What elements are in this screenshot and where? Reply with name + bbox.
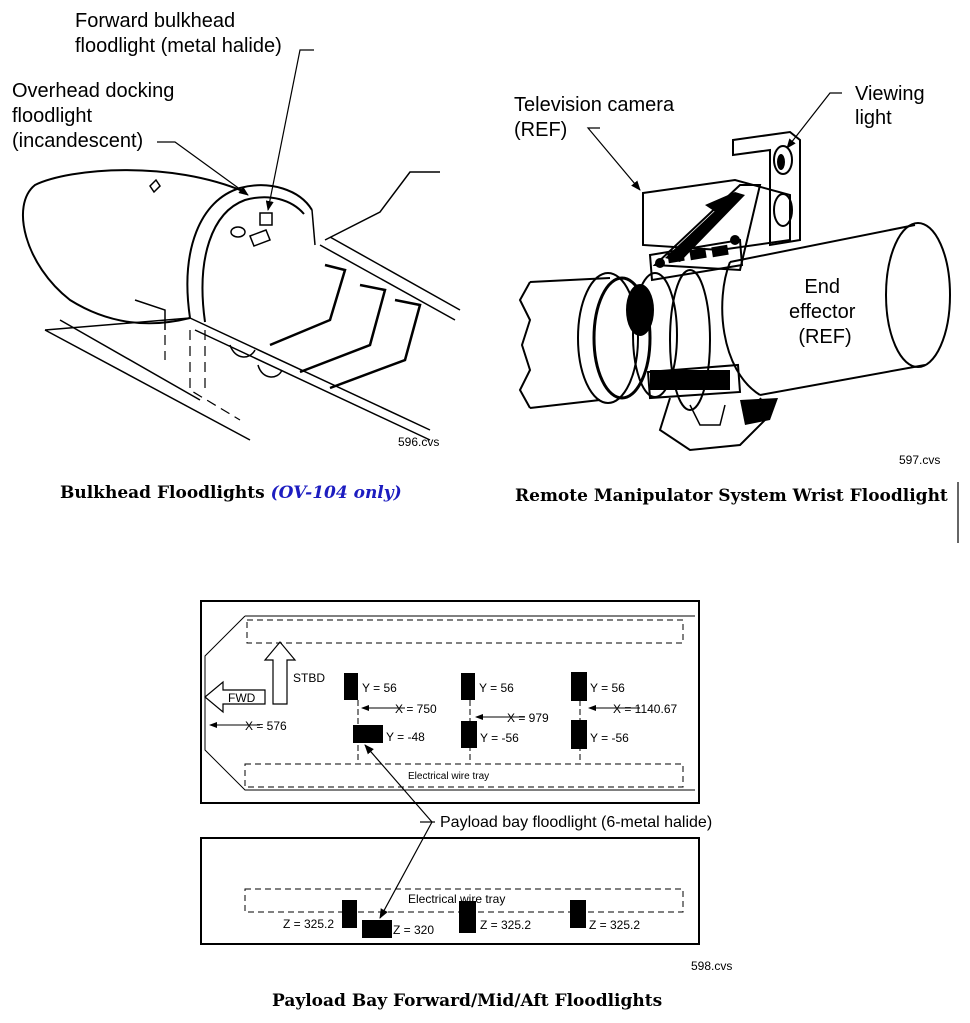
tray-label-top: Electrical wire tray [408, 771, 489, 782]
station-2-y-bot: Y = -56 [480, 731, 519, 745]
stbd-label: STBD [293, 671, 325, 685]
station-1-z-b: Z = 320 [393, 923, 434, 937]
bulkhead-forward-label: Forward bulkhead floodlight (metal halid… [75, 10, 282, 57]
station-2-y-top: Y = 56 [479, 681, 514, 695]
rms-file-label: 597.cvs [899, 453, 940, 467]
station-1-x: X = 750 [395, 702, 437, 716]
bulkhead-file-label: 596.cvs [398, 435, 439, 449]
station-1-y-bot: Y = -48 [386, 730, 425, 744]
station-2-x: X = 979 [507, 711, 549, 725]
rms-camera-label: Television camera (REF) [514, 94, 680, 141]
station-3-z: Z = 325.2 [589, 918, 640, 932]
station-1-y-top: Y = 56 [362, 681, 397, 695]
x-fwd-label: X = 576 [245, 719, 287, 733]
bulkhead-caption: Bulkhead Floodlights(OV-104 only) [60, 483, 402, 503]
payload-file-label: 598.cvs [691, 959, 732, 973]
station-2-z: Z = 325.2 [480, 918, 531, 932]
fwd-label: FWD [228, 691, 256, 705]
station-3-y-bot: Y = -56 [590, 731, 629, 745]
station-3-y-top: Y = 56 [590, 681, 625, 695]
tray-label-side: Electrical wire tray [408, 892, 505, 906]
payload-plan-view [200, 600, 700, 804]
bulkhead-overhead-label: Overhead docking floodlight (incandescen… [12, 80, 180, 152]
station-1-z-a: Z = 325.2 [283, 917, 334, 931]
rms-effector-label: End effector (REF) [789, 276, 861, 348]
rms-drawing [518, 92, 951, 452]
bulkhead-drawing [21, 49, 461, 441]
station-3-x: X = 1140.67 [613, 702, 677, 716]
rms-light-label: Viewing light [855, 83, 930, 129]
payload-caption: Payload Bay Forward/Mid/Aft Floodlights [272, 991, 662, 1011]
rms-caption: Remote Manipulator System Wrist Floodlig… [515, 486, 948, 506]
floodlight-callout: Payload bay floodlight (6-metal halide) [440, 814, 712, 831]
payload-side-view [200, 837, 700, 945]
